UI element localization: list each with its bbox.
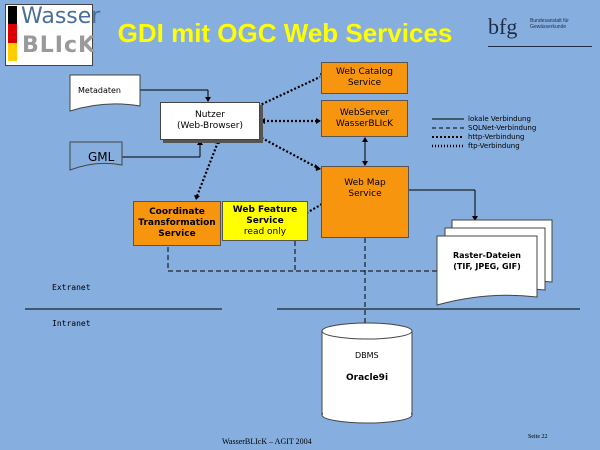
arrow-nutzer-lower	[214, 139, 220, 144]
coordinate-transformation-service-box: Coordinate Transformation Service	[133, 201, 221, 246]
flag-icon	[8, 6, 17, 61]
http-nutzer-wms	[257, 135, 319, 169]
webserver-box: WebServer WasserBLIcK	[321, 100, 408, 137]
dbms-label: DBMS	[355, 351, 379, 360]
arrow-nutzer-top	[205, 97, 211, 102]
dbms-body	[322, 331, 412, 415]
web-catalog-service-box: Web Catalog Service	[321, 62, 408, 94]
logo-word-blick: BLIcK	[22, 33, 97, 58]
footer-text: WasserBLIcK – AGIT 2004	[222, 437, 312, 446]
arrow-nutzer-bottom	[197, 140, 203, 145]
http-nutzer-catalog	[257, 76, 321, 107]
metadaten-label: Metadaten	[78, 86, 121, 95]
raster-files-label: Raster-Dateien (TIF, JPEG, GIF)	[437, 246, 537, 276]
catalog-label-2: Service	[347, 78, 382, 88]
nutzer-label-2: (Web-Browser)	[176, 121, 244, 131]
legend-sqlnet: SQLNet-Verbindung	[468, 124, 537, 132]
arrow-wms-left	[315, 164, 321, 171]
metadaten-shape	[69, 74, 141, 112]
dbms-top	[321, 322, 413, 340]
page-title: GDI mit OGC Web Services	[117, 18, 453, 48]
legend: lokale Verbindung SQLNet-Verbindung http…	[468, 115, 536, 151]
wms-label-1: Web Map	[344, 178, 386, 188]
raster-label-1: Raster-Dateien	[453, 251, 521, 260]
legend-local: lokale Verbindung	[468, 115, 531, 123]
raster-label-2: (TIF, JPEG, GIF)	[453, 262, 521, 271]
webserver-label-1: WebServer	[339, 107, 390, 118]
bfg-logo-text: Bundesanstalt für Gewässerkunde	[530, 18, 569, 30]
extranet-label: Extranet	[52, 283, 91, 292]
logo-word-wasser: Wasser	[21, 4, 101, 29]
web-feature-service-box: Web Feature Service read only	[222, 201, 308, 241]
webserver-label-2: WasserBLIcK	[335, 118, 394, 129]
wfs-label-1: Web Feature	[232, 204, 298, 215]
page-number: Seite 22	[528, 434, 548, 440]
bfg-logo-underline	[488, 46, 592, 47]
gml-label: GML	[88, 150, 115, 164]
arrow-raster-top	[472, 216, 478, 221]
catalog-label-1: Web Catalog	[335, 67, 394, 77]
wasserblick-logo	[5, 4, 93, 66]
wms-label-2: Service	[348, 189, 382, 199]
cts-label-1: Coordinate	[149, 207, 205, 217]
bfg-logo: bfg	[488, 14, 518, 39]
arrow-nutzer-right	[260, 118, 265, 124]
http-nutzer-cts	[195, 141, 220, 197]
wfs-label-3: read only	[243, 226, 287, 237]
nutzer-label-1: Nutzer	[195, 110, 225, 120]
nutzer-box: Nutzer (Web-Browser)	[160, 102, 260, 140]
web-map-service-box: Web Map Service	[321, 166, 409, 238]
legend-ftp: ftp-Verbindung	[468, 142, 520, 150]
wfs-label-2: Service	[246, 215, 284, 226]
arrow-wms-top	[362, 161, 368, 166]
http-wms-wfs	[297, 203, 323, 219]
arrow-cts-top	[194, 195, 200, 200]
arrow-webserver-left	[316, 118, 321, 124]
raster-sheet-1	[436, 235, 538, 306]
gml-shape	[69, 141, 123, 171]
oracle-label: Oracle9i	[346, 373, 389, 383]
cts-label-3: Service	[158, 229, 196, 239]
cts-label-2: Transformation	[138, 218, 216, 228]
arrow-webserver-bottom	[362, 137, 368, 142]
intranet-label: Intranet	[52, 319, 91, 328]
legend-http: http-Verbindung	[468, 133, 525, 141]
